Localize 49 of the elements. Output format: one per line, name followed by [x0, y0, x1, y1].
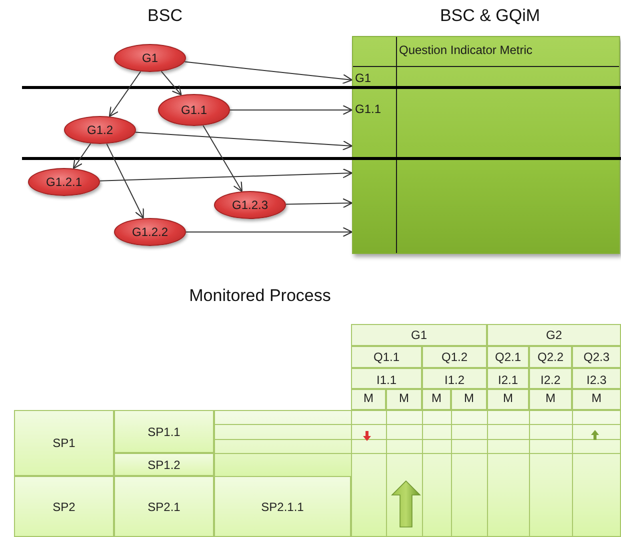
arrow	[99, 168, 353, 182]
subprocess-cell: SP2.1	[114, 476, 214, 537]
goal-ellipse: G1.1	[158, 94, 230, 126]
indicator-header: I2.1	[487, 368, 529, 389]
indicator-header: I2.2	[529, 368, 572, 389]
metric-header: M	[351, 389, 386, 410]
section-title: BSC & GQiM	[438, 6, 542, 26]
gqim-panel	[352, 36, 620, 254]
arrow	[135, 132, 353, 150]
metric-header: M	[451, 389, 487, 410]
row-label: G1.1	[353, 88, 397, 160]
arrow	[108, 71, 142, 118]
question-header: Q1.1	[351, 346, 422, 368]
process-cell: SP1	[14, 410, 114, 476]
question-header: Q2.3	[572, 346, 621, 368]
column-header: Question Indicator Metric	[397, 37, 621, 67]
goal-ellipse: G1.2	[64, 116, 136, 144]
arrow	[186, 226, 353, 238]
metric-header: M	[529, 389, 572, 410]
question-header: Q2.2	[529, 346, 572, 368]
goal-ellipse: G1.2.2	[114, 218, 186, 246]
goal-header: G2	[487, 324, 621, 346]
indicator-header: I1.2	[422, 368, 487, 389]
goal-header: G1	[351, 324, 487, 346]
indicator-header: I2.3	[572, 368, 621, 389]
question-header: Q2.1	[487, 346, 529, 368]
goal-ellipse: G1	[114, 44, 186, 72]
arrow	[202, 125, 243, 192]
row-label: G1	[353, 67, 397, 88]
subprocess-cell: SP2.1.1	[214, 476, 351, 537]
indicator-header: I1.1	[351, 368, 422, 389]
subprocess-cell: SP1.1	[114, 410, 214, 453]
goal-ellipse: G1.2.3	[214, 191, 286, 219]
section-title: BSC	[146, 6, 184, 26]
metric-header: M	[487, 389, 529, 410]
process-cell: SP2	[14, 476, 114, 537]
arrow	[286, 198, 353, 208]
goal-ellipse: G1.2.1	[28, 168, 100, 196]
arrow	[230, 104, 353, 116]
metric-header: M	[422, 389, 451, 410]
metric-header: M	[386, 389, 422, 410]
arrow	[72, 143, 92, 170]
arrow	[160, 70, 182, 96]
arrow	[184, 61, 353, 84]
question-header: Q1.2	[422, 346, 487, 368]
metric-header: M	[572, 389, 621, 410]
arrow	[106, 143, 144, 219]
subprocess-cell: SP1.2	[114, 453, 214, 476]
section-title: Monitored Process	[188, 286, 332, 306]
